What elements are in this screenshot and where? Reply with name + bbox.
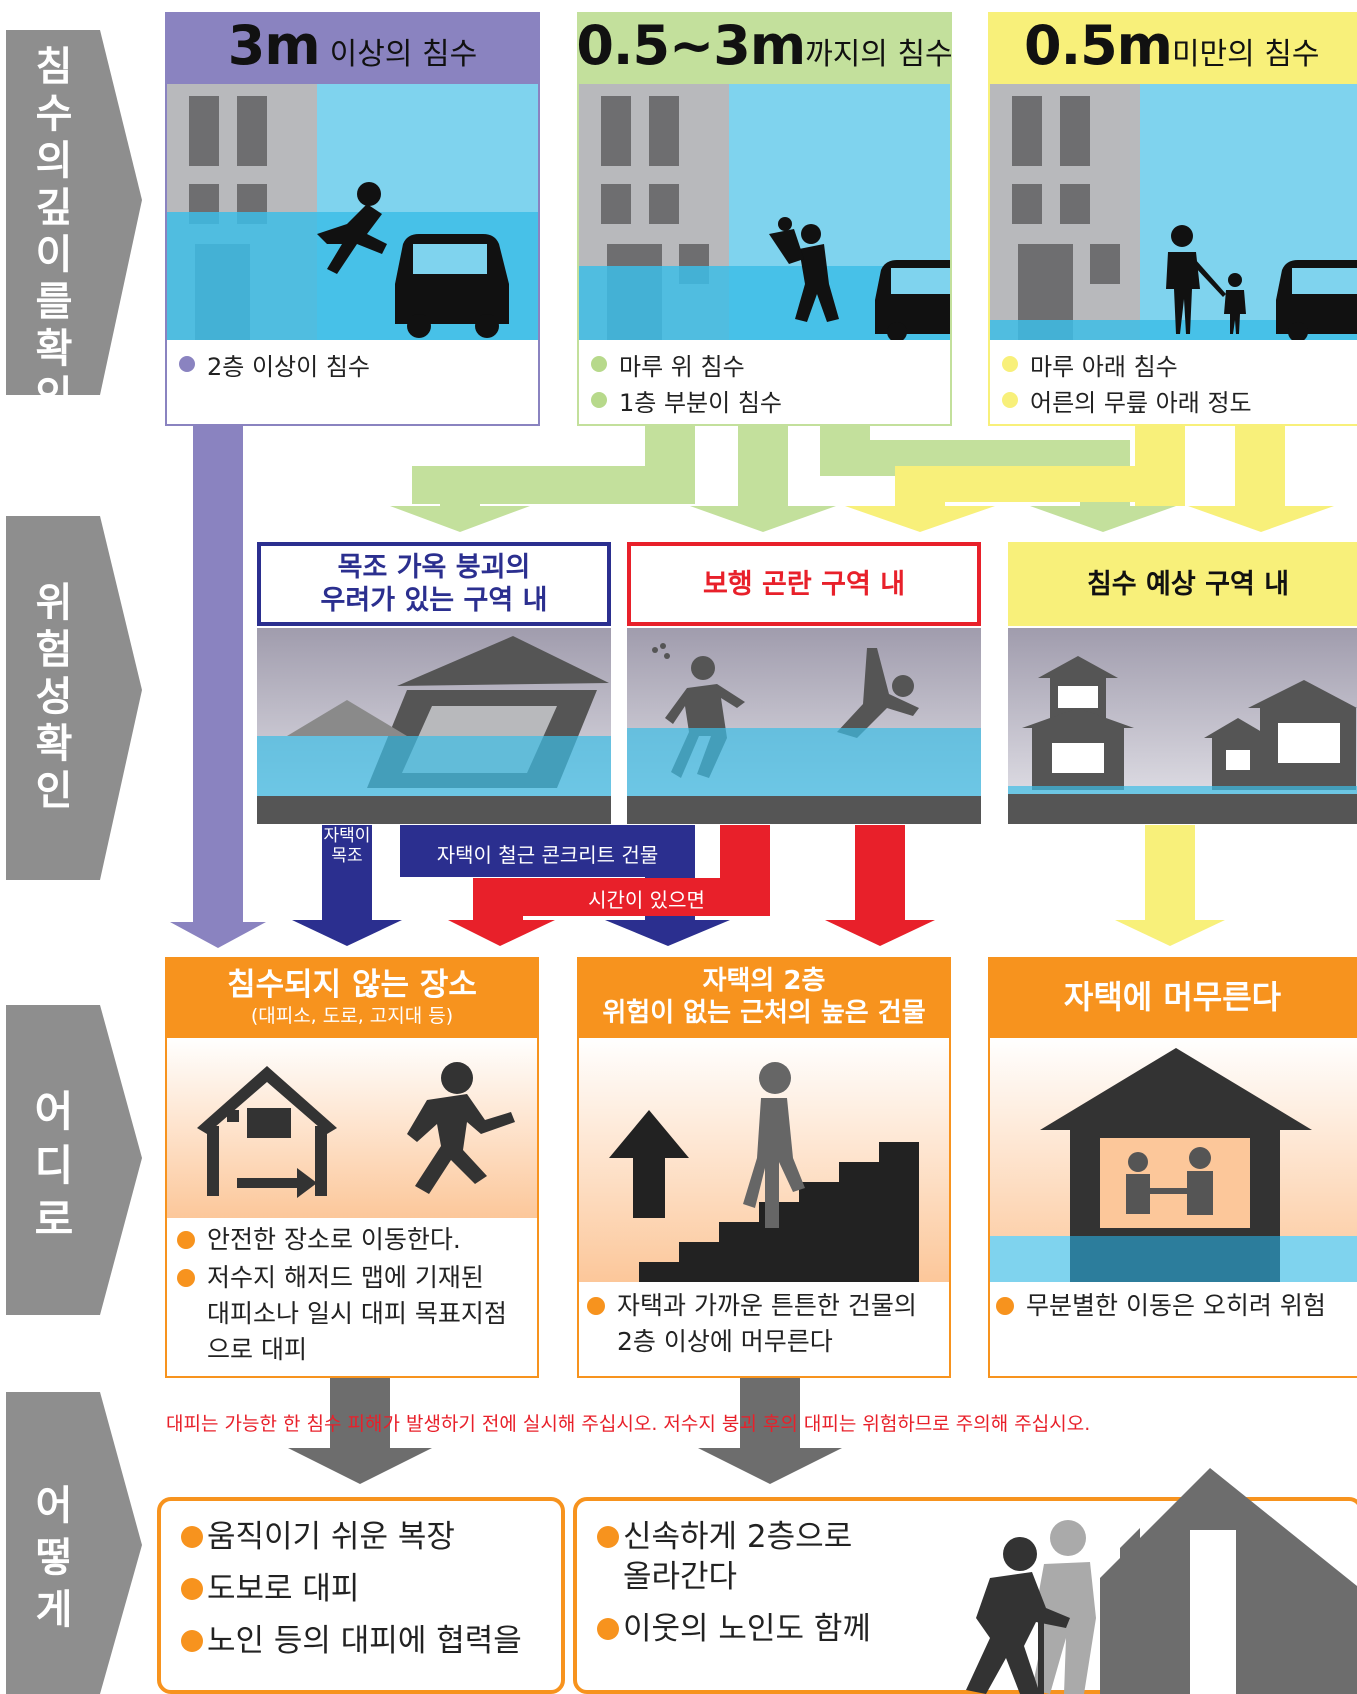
bullet-dot [179, 356, 195, 372]
bullet-dot [177, 1231, 195, 1249]
how-item: 노인 등의 대피에 협력을 [181, 1621, 561, 1661]
risk-label-wooden-collapse: 목조 가옥 붕괴의 우려가 있는 구역 내 [257, 542, 611, 626]
depth-header: 0.5m 미만의 침수 [990, 14, 1357, 84]
flow-label-concrete: 자택이 철근 콘크리트 건물 [436, 843, 659, 867]
bullet-dot [996, 1297, 1014, 1315]
dest-title: 침수되지 않는 장소 [227, 967, 477, 1003]
depth-bullet: 2층 이상이 침수 [167, 346, 538, 382]
dest-panel-stay-home: 무분별한 이동은 오히려 위험 [988, 1036, 1357, 1378]
depth-value: 3m [227, 14, 321, 77]
depth-bullet: 1층 부분이 침수 [579, 382, 950, 418]
dest-panel-safe-place: 안전한 장소로 이동한다. 저수지 해저드 맵에 기재된 대피소나 일시 대피 … [165, 1036, 539, 1378]
dest-bullet: 안전한 장소로 이동한다. [177, 1222, 527, 1258]
depth-panel-05-3m: 0.5~3m 까지의 침수 마루 위 침수 1층 부분이 침수 [576, 12, 953, 426]
bullet-dot [181, 1630, 203, 1652]
elderly-help-illustration [966, 1468, 1357, 1694]
sidebar-chevrons [6, 30, 142, 1694]
depth-value: 0.5~3m [576, 14, 806, 77]
sidebar-step-how: 어떻게 [35, 1483, 73, 1633]
dest-title: 자택에 머무른다 [1063, 978, 1282, 1016]
dest-bullet: 자택과 가까운 튼튼한 건물의 2층 이상에 머무른다 [587, 1288, 939, 1360]
bullet-dot [1002, 356, 1018, 372]
dest-panel-second-floor: 자택과 가까운 튼튼한 건물의 2층 이상에 머무른다 [577, 1036, 951, 1378]
bullet-dot [591, 392, 607, 408]
bullet-dot [1002, 392, 1018, 408]
bullet-dot [597, 1526, 619, 1548]
sidebar-step-risk: 위험성 확인 [35, 580, 73, 814]
bullet-dot [181, 1526, 203, 1548]
evacuation-warning: 대피는 가능한 한 침수 피해가 발생하기 전에 실시해 주십시오. 저수지 붕… [166, 1413, 1091, 1435]
flood-scene-3m [167, 84, 538, 340]
dest-scene-stairs [579, 1038, 949, 1282]
how-item: 신속하게 2층으로 올라간다 [597, 1517, 877, 1597]
how-item: 움직이기 쉬운 복장 [181, 1517, 561, 1557]
dest-subtitle: (대피소, 도로, 고지대 등) [250, 1005, 454, 1027]
depth-caption: 까지의 침수 [805, 37, 953, 72]
risk-label-walking-difficult: 보행 곤란 구역 내 [627, 542, 981, 626]
depth-bullet: 마루 아래 침수 [990, 346, 1357, 382]
dest-header-safe-place: 침수되지 않는 장소 (대피소, 도로, 고지대 등) [165, 957, 539, 1037]
bullet-dot [181, 1578, 203, 1600]
depth-bullet: 어른의 무릎 아래 정도 [990, 382, 1357, 418]
risk-scene-walking [627, 628, 981, 824]
flood-scene-05m [990, 84, 1357, 340]
depth-header: 3m 이상의 침수 [167, 14, 538, 84]
risk-scene-flood-expected [1008, 628, 1357, 824]
risk-label-flood-expected: 침수 예상 구역 내 [1008, 542, 1357, 626]
depth-value: 0.5m [1024, 14, 1173, 77]
dest-bullet: 무분별한 이동은 오히려 위험 [996, 1288, 1356, 1324]
risk-scene-collapse [257, 628, 611, 824]
bullet-dot [177, 1269, 195, 1287]
depth-header: 0.5~3m 까지의 침수 [576, 14, 953, 84]
sidebar-step-depth: 침수의 깊이를 확인 [35, 44, 73, 419]
depth-caption: 미만의 침수 [1171, 37, 1320, 72]
sidebar-step-where: 어디로 [34, 1087, 74, 1244]
depth-caption: 이상의 침수 [329, 37, 478, 72]
how-item: 도보로 대피 [181, 1569, 561, 1609]
depth-panel-05m: 0.5m 미만의 침수 마루 아래 침수 어른의 무릎 아래 정도 [988, 12, 1357, 426]
dest-header-stay-home: 자택에 머무른다 [988, 957, 1357, 1037]
bullet-dot [597, 1618, 619, 1640]
flow-label-time: 시간이 있으면 [588, 888, 705, 912]
dest-title: 자택의 2층 [702, 966, 826, 996]
how-item: 이웃의 노인도 함께 [597, 1609, 1357, 1649]
bullet-dot [587, 1297, 605, 1315]
flood-scene-05-3m [579, 84, 950, 340]
flow-label-wooden: 자택이 목조 [323, 826, 371, 866]
bullet-dot [591, 356, 607, 372]
dest-bullet: 저수지 해저드 맵에 기재된 대피소나 일시 대피 목표지점으로 대피 [177, 1260, 527, 1368]
how-box-evacuate: 움직이기 쉬운 복장 도보로 대피 노인 등의 대피에 협력을 [157, 1497, 565, 1694]
dest-scene-stay-home [990, 1038, 1357, 1282]
depth-bullet: 마루 위 침수 [579, 346, 950, 382]
dest-header-second-floor: 자택의 2층 위험이 없는 근처의 높은 건물 [577, 957, 951, 1037]
dest-subtitle: 위험이 없는 근처의 높은 건물 [602, 998, 926, 1028]
depth-panel-3m: 3m 이상의 침수 2층 이상이 침수 [165, 12, 540, 426]
dest-scene-evacuate [167, 1038, 537, 1218]
